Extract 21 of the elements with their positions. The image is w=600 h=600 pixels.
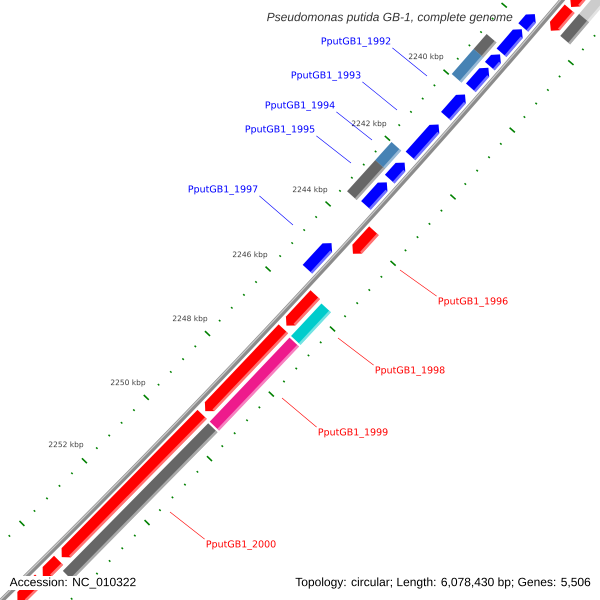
gene-label: PputGB1_1996 xyxy=(438,297,508,307)
leader-line xyxy=(392,48,428,76)
gene-label: PputGB1_2000 xyxy=(206,540,276,550)
leader-line xyxy=(400,270,437,296)
leader-line xyxy=(336,112,372,140)
gene-label: PputGB1_1998 xyxy=(376,366,445,376)
gene-label: PputGB1_1992 xyxy=(322,37,390,47)
leader-line xyxy=(316,136,352,164)
gene-label: PputGB1_1999 xyxy=(318,428,388,438)
leader-line xyxy=(338,338,374,366)
leader-line xyxy=(170,512,205,540)
accession-text: Accession: NC_010322 xyxy=(8,576,138,590)
leader-line xyxy=(362,82,398,110)
leader-line xyxy=(259,196,294,226)
title: Pseudomonas putida GB-1, complete genome xyxy=(267,12,512,24)
gene-label: PputGB1_1997 xyxy=(188,185,258,195)
gene-label: PputGB1_1995 xyxy=(246,125,314,135)
gene-label: PputGB1_1994 xyxy=(266,101,335,111)
leader-line xyxy=(282,398,317,428)
gene-label: PputGB1_1993 xyxy=(292,71,360,81)
statistics-text: Topology: circular; Length: 6,078,430 bp; Genes: 5,506 xyxy=(296,577,590,589)
